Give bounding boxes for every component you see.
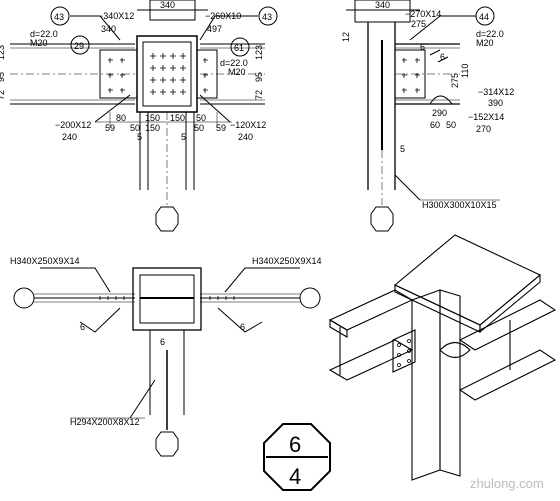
section-marker (370, 206, 394, 232)
panel-zone (136, 35, 198, 113)
column-label: H294X200X8X12 (70, 417, 140, 427)
dim-label: 275 (450, 73, 460, 88)
dim-label: 5 (181, 132, 186, 142)
plate-label: −152X14 (468, 112, 504, 122)
weld-size: 6 (420, 42, 425, 52)
dim-label: 50 (130, 123, 140, 133)
dim-label: 290 (432, 108, 447, 118)
dim-label: 12 (341, 32, 351, 42)
marker-text: 61 (234, 43, 244, 53)
shear-plate (394, 49, 426, 99)
dim-label: 497 (207, 24, 222, 34)
dim-label: 95 (254, 72, 264, 82)
dim-label: 110 (460, 64, 470, 78)
isometric-view (328, 234, 557, 481)
plate-label: −260X10 (205, 11, 241, 21)
detail-top-left (10, 0, 278, 232)
detail-bottom-left (13, 267, 321, 457)
weld-size: 5 (400, 144, 405, 154)
column-section (132, 267, 202, 331)
marker-circle (299, 287, 321, 309)
dim-label: 275 (411, 19, 426, 29)
dim-label: 150 (145, 123, 160, 133)
marker-circle (70, 35, 90, 55)
detail-top-right (346, 0, 500, 232)
title-number-top: 6 (289, 432, 301, 457)
marker-circle (13, 287, 35, 309)
column-stub-top-right (354, 0, 411, 23)
dim-label: 50 (196, 113, 206, 123)
marker-circle (230, 37, 250, 57)
dim-label: 59 (216, 123, 226, 133)
plate-label: −270X14 (405, 9, 441, 19)
dim-label: 80 (116, 113, 126, 123)
marker-circle (258, 6, 278, 26)
dim-label: 50 (194, 123, 204, 133)
plate-label: −200X12 (55, 120, 91, 130)
dim-label: 390 (488, 98, 503, 108)
bolt-size-label: M20 (30, 38, 48, 48)
bolt-hole-label: d=22.0 (30, 29, 58, 39)
title-symbol (263, 423, 331, 491)
plate-label: −120X12 (230, 120, 266, 130)
watermark: zhulong.com (470, 476, 544, 491)
dim-label: 150 (170, 113, 185, 123)
splice-plate-left (99, 49, 138, 99)
beam-label-right: H340X250X9X14 (252, 256, 322, 266)
marker-text: 44 (479, 12, 489, 22)
dim-label: 123 (254, 45, 264, 60)
weld-size: 6 (80, 322, 85, 332)
dim-label: 340 (101, 24, 116, 34)
dim-label: 240 (62, 132, 77, 142)
dim-label: 95 (0, 72, 6, 82)
marker-circle (50, 6, 70, 26)
dim-label: 72 (0, 90, 6, 100)
marker-text: 43 (262, 12, 272, 22)
weld-size: 6 (240, 322, 245, 332)
weld-size: 6 (440, 52, 445, 62)
beam-label-left: H340X250X9X14 (10, 256, 80, 266)
plate-label: −340X12 (98, 11, 134, 21)
bolt-hole-label: d=22.0 (220, 58, 248, 68)
marker-text: 43 (54, 12, 64, 22)
plate-label: −314X12 (478, 87, 514, 97)
section-marker (155, 206, 179, 232)
dim-label: 123 (0, 45, 6, 60)
bolt-size-label: M20 (476, 38, 494, 48)
splice-plate-right (196, 49, 218, 99)
dim-label: 340 (160, 0, 175, 10)
dim-label: 150 (145, 113, 160, 123)
dim-label: 340 (375, 0, 390, 10)
bolt-size-label: M20 (228, 67, 246, 77)
bolt-hole-label: d=22.0 (476, 29, 504, 39)
dim-label: 59 (105, 123, 115, 133)
section-marker (155, 431, 179, 457)
title-number-bottom: 4 (289, 464, 301, 489)
dim-label: 72 (254, 90, 264, 100)
dim-label: 240 (238, 132, 253, 142)
dim-label: 5 (137, 132, 142, 142)
dim-label: 60 (430, 120, 440, 130)
section-label: H300X300X10X15 (422, 200, 497, 210)
dim-label: 50 (446, 120, 456, 130)
dim-label: 270 (476, 124, 491, 134)
marker-text: 29 (74, 41, 84, 51)
weld-size: 6 (160, 337, 165, 347)
